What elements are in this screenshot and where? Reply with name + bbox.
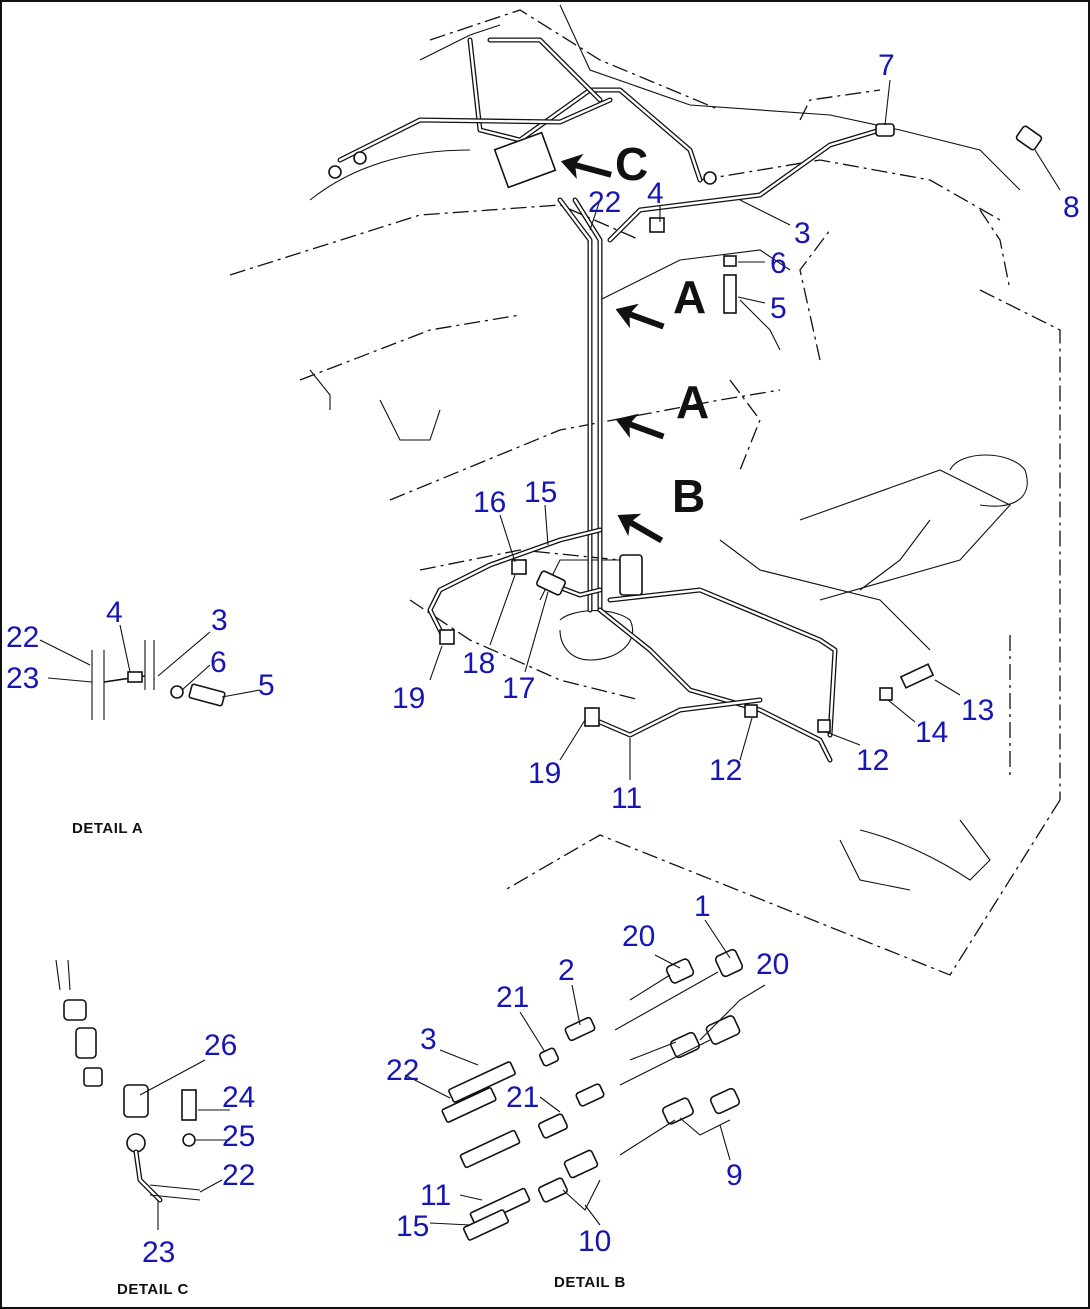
callout-16: 16	[473, 486, 506, 519]
detail-b-callout-21-upper: 21	[496, 981, 529, 1014]
detail-b-drawing	[404, 919, 766, 1241]
detail-a-callout-4: 4	[106, 596, 123, 629]
leader-lines	[429, 79, 1061, 780]
callout-8: 8	[1063, 191, 1080, 224]
detail-b-callout-2: 2	[558, 954, 575, 987]
detail-b-callout-15: 15	[396, 1210, 429, 1243]
detail-b-callout-20-right: 20	[756, 948, 789, 981]
arrow-b	[617, 513, 664, 544]
detail-c-callout-22: 22	[222, 1159, 255, 1192]
detail-b-callout-11: 11	[420, 1179, 451, 1212]
callout-6: 6	[770, 247, 787, 280]
arrow-a2	[615, 413, 665, 440]
main-fittings	[328, 123, 1043, 733]
caption-detail-a: DETAIL A	[72, 820, 143, 837]
caption-detail-b: DETAIL B	[554, 1274, 626, 1291]
detail-c-callout-25: 25	[222, 1120, 255, 1153]
view-letter-a-lower: A	[676, 376, 709, 428]
detail-b-callout-21-lower: 21	[506, 1081, 539, 1114]
detail-b-callout-9: 9	[726, 1159, 743, 1192]
callout-18: 18	[462, 647, 495, 680]
callout-4: 4	[647, 177, 664, 210]
detail-c-callout-26: 26	[204, 1029, 237, 1062]
callout-14: 14	[915, 716, 948, 749]
callout-13: 13	[961, 694, 994, 727]
detail-c-callout-23: 23	[142, 1236, 175, 1269]
machine-outline	[229, 9, 1061, 976]
detail-b-callout-20-left: 20	[622, 920, 655, 953]
detail-a-callout-22: 22	[6, 621, 39, 654]
caption-detail-c: DETAIL C	[117, 1281, 189, 1298]
callout-19-lower: 19	[528, 757, 561, 790]
callout-5: 5	[770, 292, 787, 325]
detail-a-drawing	[39, 624, 261, 720]
detail-b-callout-3: 3	[420, 1023, 437, 1056]
callout-11: 11	[611, 782, 642, 815]
callout-7: 7	[878, 49, 895, 82]
detail-b-callout-1: 1	[694, 890, 711, 923]
callout-12-left: 12	[709, 754, 742, 787]
callout-17: 17	[502, 672, 535, 705]
view-letter-b: B	[672, 470, 705, 522]
pipe-runs	[337, 37, 883, 763]
callout-19-left: 19	[392, 682, 425, 715]
detail-c-callout-24: 24	[222, 1081, 255, 1114]
detail-b-callout-10: 10	[578, 1225, 611, 1258]
body-contours	[309, 4, 1028, 891]
view-arrows	[560, 153, 665, 544]
callout-22: 22	[588, 186, 621, 219]
detail-a-callout-23: 23	[6, 662, 39, 695]
callout-3: 3	[794, 217, 811, 250]
view-letter-c: C	[615, 138, 648, 190]
detail-b-callout-22: 22	[386, 1054, 419, 1087]
detail-a-callout-6: 6	[210, 646, 227, 679]
callout-12-right: 12	[856, 744, 889, 777]
detail-c-drawing	[55, 959, 230, 1230]
callout-15: 15	[524, 476, 557, 509]
view-letter-a-upper: A	[673, 271, 706, 323]
arrow-a1	[615, 303, 665, 330]
detail-a-callout-5: 5	[258, 669, 275, 702]
detail-a-callout-3: 3	[211, 604, 228, 637]
arrow-c	[560, 153, 612, 180]
